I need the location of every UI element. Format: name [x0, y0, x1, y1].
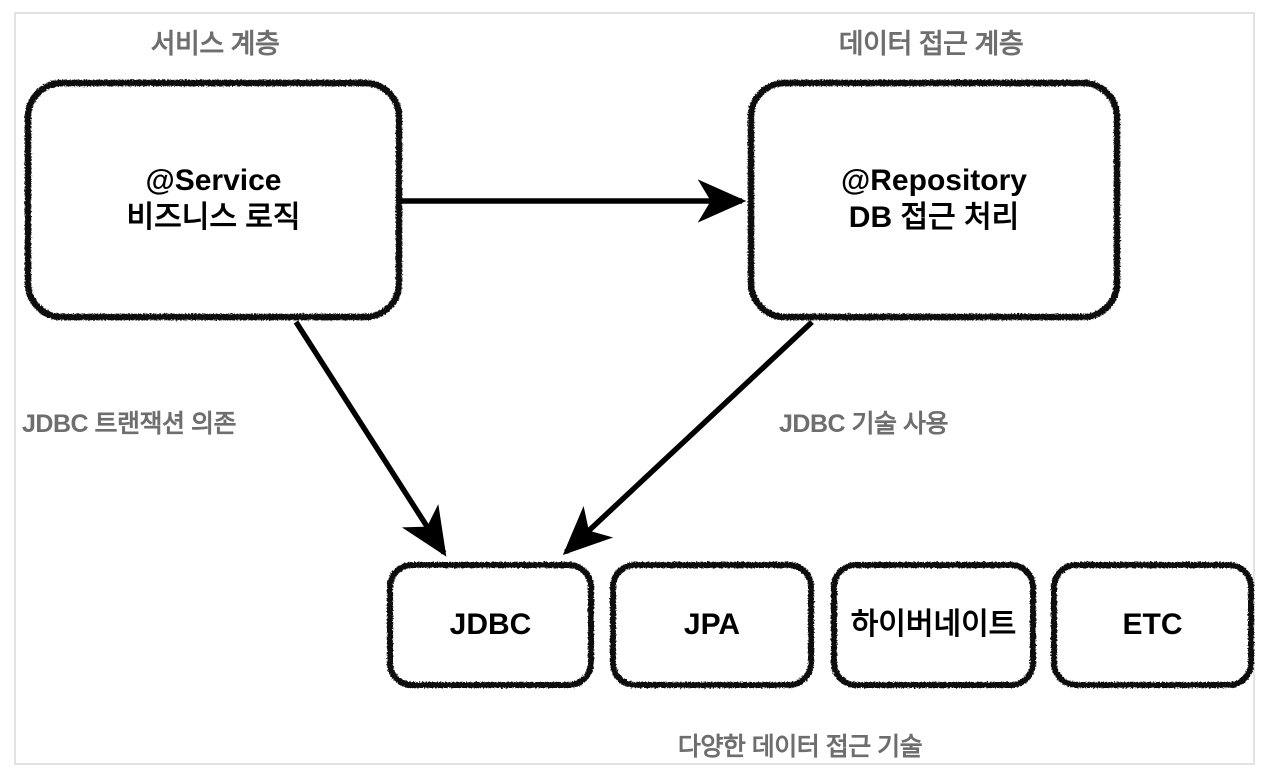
edge-label-service-to-jdbc: JDBC 트랜잭션 의존: [22, 410, 236, 438]
layer-title-data-access: 데이터 접근 계층: [838, 29, 1024, 59]
node-tech-hibernate[interactable]: 하이버네이트: [834, 565, 1033, 685]
node-tech-jdbc-label: JDBC: [449, 607, 532, 641]
node-tech-jpa[interactable]: JPA: [613, 565, 811, 685]
node-repository-line1: @Repository: [841, 164, 1027, 198]
node-service[interactable]: @Service 비즈니스 로직: [28, 83, 399, 317]
node-service-line2: 비즈니스 로직: [126, 201, 301, 234]
node-tech-hibernate-label: 하이버네이트: [850, 607, 1017, 641]
node-repository[interactable]: @Repository DB 접근 처리: [751, 83, 1117, 317]
node-repository-line2: DB 접근 처리: [848, 201, 1020, 234]
node-tech-etc-label: ETC: [1122, 607, 1183, 641]
node-tech-jdbc[interactable]: JDBC: [390, 565, 591, 685]
node-tech-etc[interactable]: ETC: [1054, 565, 1251, 685]
node-service-line1: @Service: [145, 164, 282, 198]
edge-label-repository-to-jdbc: JDBC 기술 사용: [779, 410, 948, 438]
layer-title-service: 서비스 계층: [150, 29, 280, 59]
node-tech-jpa-label: JPA: [683, 607, 741, 641]
diagram-caption: 다양한 데이터 접근 기술: [677, 733, 923, 761]
